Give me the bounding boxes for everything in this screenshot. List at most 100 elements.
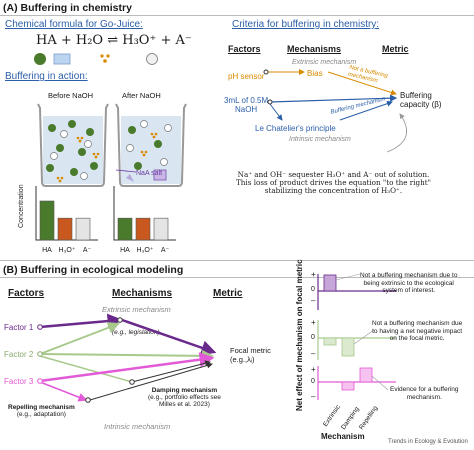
panel1-note-line3: system of interest. [382, 287, 436, 294]
legend-ha: HA [120, 247, 130, 254]
focal-metric-line1: Focal metric [230, 346, 271, 355]
metric-heading-b: Metric [213, 288, 243, 299]
mechanisms-heading-b: Mechanisms [112, 288, 173, 299]
damping-label: Damping mechanism (e.g., portfolio effec… [148, 387, 221, 408]
damping-line2: (e.g., portfolio effects see [148, 394, 221, 401]
panel1-plus: + [311, 270, 316, 279]
extrinsic-mechanism-label-b: Extrinsic mechanism [102, 305, 171, 314]
factor3-arrow [39, 352, 215, 383]
section-a-title: (A) Buffering in chemistry [3, 2, 132, 14]
factor2-label: Factor 2 [4, 350, 34, 359]
explanation-pointer [386, 113, 408, 153]
repelling-line2: (e.g., adaptation) [16, 411, 66, 418]
factor3-label: Factor 3 [4, 377, 34, 386]
panel3-minus: – [311, 392, 316, 401]
after-bar-1 [135, 217, 151, 241]
panel1-zero: 0 [311, 286, 315, 293]
naoh-amount-line2: NaOH [234, 105, 258, 114]
mechanisms-heading-a: Mechanisms [287, 44, 342, 54]
legend-a: A⁻ [82, 247, 92, 254]
action-heading: Buffering in action: [5, 71, 88, 82]
factor1-label: Factor 1 [4, 323, 34, 332]
bar-legend-after: HA H₃O⁺ A⁻ [116, 246, 174, 254]
panel1-extrinsic-bar [323, 274, 337, 292]
naa-salt-label: NaA salt [136, 170, 163, 177]
intrinsic-mechanism-label-a: Intrinsic mechanism [289, 136, 351, 143]
formula-heading: Chemical formula for Go-Juice: [5, 19, 143, 30]
focal-metric-label: Focal metric(e.g.,λᵢ) [230, 346, 271, 364]
factor1-arrow [39, 313, 123, 329]
panel3-damping-bar [341, 381, 355, 391]
chemical-equation: HA + H₂O ⇌ H₃O⁺ + A⁻ [36, 33, 192, 48]
before-bar-2 [75, 217, 91, 241]
extrinsic-mechanism-label-a: Extrinsic mechanism [292, 59, 357, 66]
ecological-diagram-arrows [37, 313, 217, 403]
panel3-plus: + [311, 365, 316, 374]
panel2-note: Not a buffering mechanism due to having … [372, 320, 462, 343]
damping-line3: Milles et al. 2023) [158, 401, 210, 408]
beaker-after-contents [126, 120, 172, 182]
before-bar-1 [57, 217, 73, 241]
panel2-note-line2: to having a net negative impact [372, 327, 463, 335]
explanation-line2: This loss of product drives the equation… [236, 178, 431, 188]
explanation-text: Na⁺ and OH⁻ sequester H₃O⁺ and A⁻ out of… [236, 170, 431, 196]
water-icon [53, 53, 71, 65]
ha-icon [34, 53, 46, 65]
species-icons [34, 53, 158, 65]
bias-to-capacity-arrow [327, 71, 397, 96]
panel1-note-line2: being extrinsic to the ecological [363, 279, 454, 287]
hydronium-icon [100, 54, 110, 63]
factors-heading-b: Factors [8, 288, 45, 299]
panel2-zero: 0 [311, 334, 315, 341]
concentration-axis-label: Concentration [18, 184, 25, 228]
salt-crystal [153, 169, 167, 181]
naoh-to-capacity-arrow [269, 94, 398, 103]
explanation-line1: Na⁺ and OH⁻ sequester H₃O⁺ and A⁻ out of… [237, 170, 430, 179]
buffering-capacity-line1: Buffering [400, 91, 432, 100]
net-effect-axis-label: Net effect of mechanism on focal metric [295, 259, 304, 411]
concentration-bar-charts [35, 186, 176, 241]
panel2-note-line3: on the focal metric. [389, 335, 445, 342]
section-a-divider [0, 15, 474, 16]
legend-a: A⁻ [160, 247, 170, 254]
after-naoh-label: After NaOH [122, 91, 161, 100]
repelling-line1: Repelling mechanism [8, 404, 75, 411]
beakers-illustration [37, 103, 187, 187]
damping-line1: Damping mechanism [151, 387, 218, 394]
legend-ha: HA [42, 247, 52, 254]
panel3-repelling-bar [359, 367, 373, 383]
panel3-note: Evidence for a buffering mechanism. [390, 386, 459, 401]
panel2-note-line1: Not a buffering mechanism due [372, 320, 463, 327]
panel1-note: Not a buffering mechanism due to being e… [360, 272, 457, 295]
a-minus-icon [146, 53, 158, 65]
legend-h3o: H₃O⁺ [58, 247, 76, 254]
criteria-diagram-arrows [263, 69, 408, 153]
mechanism-axis-label: Mechanism [321, 432, 365, 441]
legend-h3o: H₃O⁺ [136, 247, 154, 254]
naoh-amount-line1: 3mL of 0.5M [224, 96, 269, 105]
extrinsic-example: (e.g., legislation) [112, 329, 160, 336]
journal-footer: Trends in Ecology & Evolution [388, 439, 468, 445]
panel1-note-line1: Not a buffering mechanism due to [360, 272, 458, 279]
intrinsic-mechanism-label-b: Intrinsic mechanism [104, 422, 171, 431]
section-b-divider [0, 277, 474, 278]
before-bar-0 [39, 200, 55, 241]
le-chatelier-label: Le Chatelier's principle [255, 124, 336, 133]
repelling-label: Repelling mechanism (e.g., adaptation) [8, 404, 75, 418]
panel2-extrinsic-bar [323, 337, 337, 346]
section-b-divider-top [0, 260, 474, 261]
panel2-minus: – [311, 349, 316, 358]
section-b-title: (B) Buffering in ecological modeling [3, 264, 184, 276]
after-bar-0 [117, 217, 133, 241]
factor2-arrow [39, 321, 120, 355]
panel3-zero: 0 [311, 378, 315, 385]
factors-heading-a: Factors [228, 44, 261, 54]
bar-legend-before: HA H₃O⁺ A⁻ [38, 246, 96, 254]
ph-sensor-label: pH sensor [228, 72, 265, 81]
beaker-after [115, 103, 187, 187]
panel3-note-line1: Evidence for a buffering [390, 386, 459, 393]
buffering-capacity-line2: capacity (β) [400, 100, 442, 109]
panel2-plus: + [311, 318, 316, 327]
metric-heading-a: Metric [382, 44, 409, 54]
